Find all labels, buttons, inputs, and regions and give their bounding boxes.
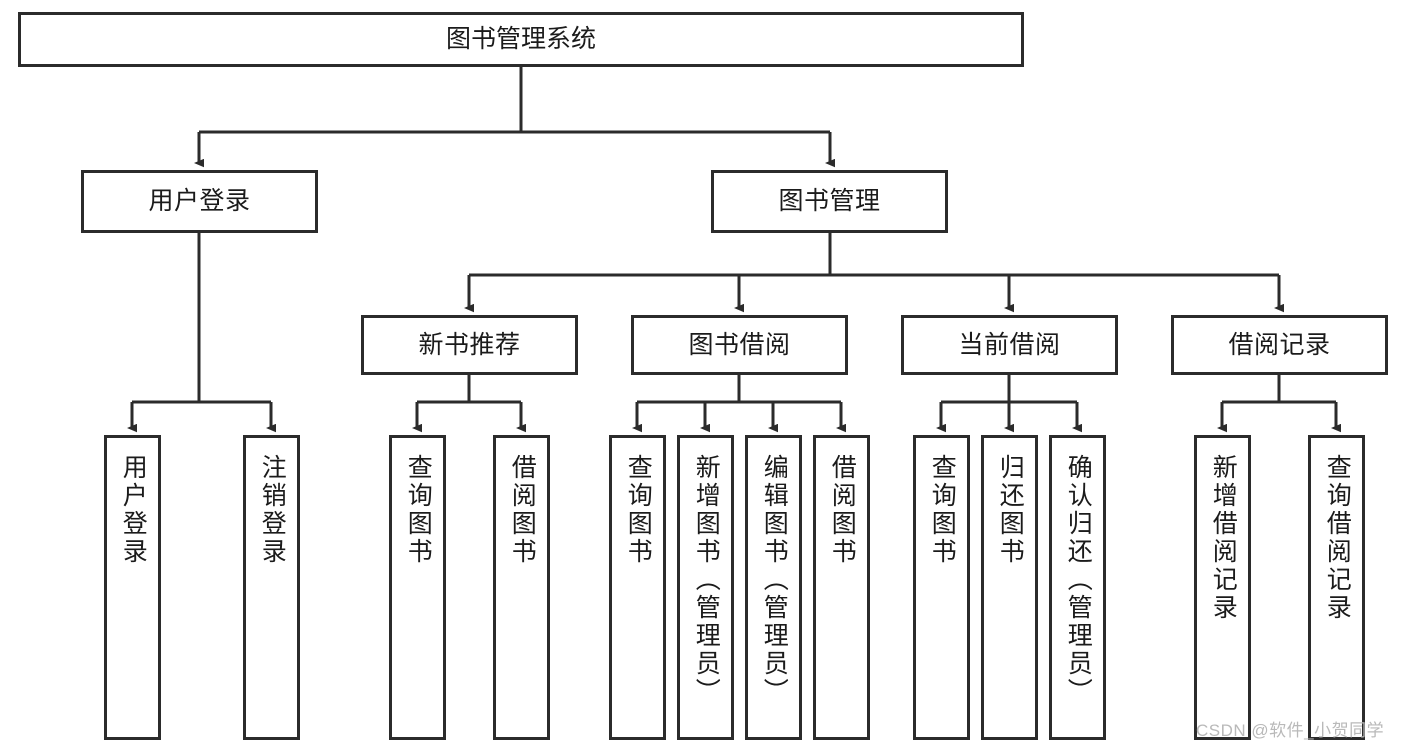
leaf-book-borrow-query-book[interactable]: 查询图书 [609, 435, 666, 740]
leaf-book-borrow-edit-book-admin[interactable]: 编辑图书（管理员） [745, 435, 802, 740]
node-label: 归还图书 [996, 454, 1025, 566]
node-label: 新书推荐 [418, 330, 521, 359]
node-book-management[interactable]: 图书管理 [711, 170, 948, 233]
leaf-borrow-record-add-record[interactable]: 新增借阅记录 [1194, 435, 1251, 740]
node-book-borrow[interactable]: 图书借阅 [631, 315, 848, 375]
leaf-user-login-logout[interactable]: 注销登录 [243, 435, 300, 740]
leaf-new-book-query-book[interactable]: 查询图书 [389, 435, 446, 740]
node-label: 借阅图书 [508, 454, 537, 566]
node-label: 新增借阅记录 [1209, 454, 1238, 622]
node-label: 编辑图书（管理员） [760, 454, 789, 706]
leaf-book-borrow-borrow-book[interactable]: 借阅图书 [813, 435, 870, 740]
node-label: 新增图书（管理员） [692, 454, 721, 706]
node-label: 注销登录 [258, 454, 287, 566]
leaf-current-borrow-query-book[interactable]: 查询图书 [913, 435, 970, 740]
node-label: 查询图书 [624, 454, 653, 566]
node-label: 查询图书 [928, 454, 957, 566]
node-label: 查询图书 [404, 454, 433, 566]
leaf-current-borrow-return-book[interactable]: 归还图书 [981, 435, 1038, 740]
node-new-book-recommend[interactable]: 新书推荐 [361, 315, 578, 375]
node-label: 确认归还（管理员） [1064, 454, 1093, 706]
leaf-user-login-login[interactable]: 用户登录 [104, 435, 161, 740]
node-root-book-management-system[interactable]: 图书管理系统 [18, 12, 1024, 67]
node-label: 当前借阅 [958, 330, 1061, 359]
node-label: 图书借阅 [688, 330, 791, 359]
csdn-watermark: CSDN @软件_小贺同学 [1196, 721, 1385, 740]
node-label: 图书管理系统 [445, 25, 596, 54]
node-label: 用户登录 [148, 187, 251, 216]
leaf-book-borrow-add-book-admin[interactable]: 新增图书（管理员） [677, 435, 734, 740]
node-label: 查询借阅记录 [1323, 454, 1352, 622]
node-current-borrow[interactable]: 当前借阅 [901, 315, 1118, 375]
node-label: 用户登录 [119, 454, 148, 566]
node-borrow-record[interactable]: 借阅记录 [1171, 315, 1388, 375]
node-user-login[interactable]: 用户登录 [81, 170, 318, 233]
leaf-current-borrow-confirm-return-admin[interactable]: 确认归还（管理员） [1049, 435, 1106, 740]
leaf-new-book-borrow-book[interactable]: 借阅图书 [493, 435, 550, 740]
node-label: 借阅记录 [1228, 330, 1331, 359]
leaf-borrow-record-query-record[interactable]: 查询借阅记录 [1308, 435, 1365, 740]
node-label: 图书管理 [778, 187, 881, 216]
node-label: 借阅图书 [828, 454, 857, 566]
